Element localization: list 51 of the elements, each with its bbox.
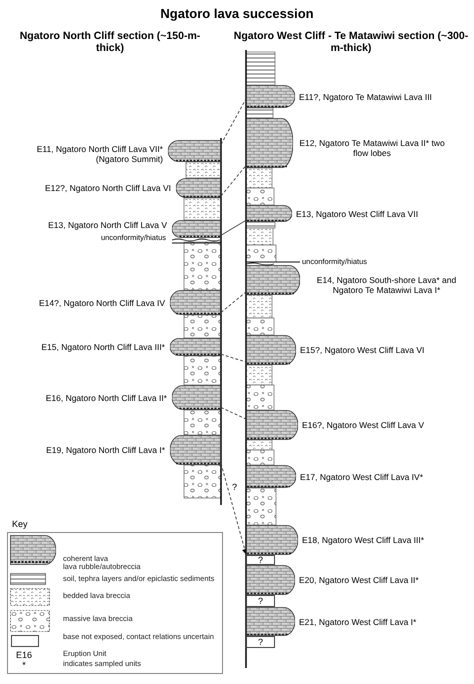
correlation-line [220,292,246,313]
unit-label: E14, Ngatoro South-shore Lava* and Ngatoro Te Matawiwi Lava I* [316,275,458,295]
lava-flow-unit [246,85,295,108]
unit-label: E14?, Ngatoro North Cliff Lava IV [38,298,165,308]
lava-flow-unit [246,410,298,440]
unit-label: E20, Ngatoro West Cliff Lava II* [299,575,420,585]
correlation-line [220,407,246,420]
unit-label: E11?, Ngatoro Te Matawiwi Lava III [299,92,433,102]
unit-label: E13, Ngatoro North Cliff Lava V [47,220,167,230]
lava-flow-unit [170,290,221,315]
correlation-line [220,220,246,236]
lava-flow-unit [176,178,221,198]
lava-flow-unit [246,465,296,488]
unit-label: E19, Ngatoro North Cliff Lava I* [45,445,165,455]
lava-flow-unit [246,565,295,595]
correlation-line [220,165,246,196]
unit-label: E16, Ngatoro North Cliff Lava II* [44,392,167,402]
lava-flow-unit [170,435,221,465]
lava-flow-unit [172,220,221,238]
lava-flow-unit [172,385,221,410]
unit-label: E17, Ngatoro West Cliff Lava IV* [300,472,424,482]
unit-label: E11, Ngatoro North Cliff Lava VII* (Ngatoro Summit) [36,144,163,164]
section-heading: Ngatoro West Cliff - Te Matawiwi section (~300-m-thick) [232,30,470,54]
correlation-line [220,463,248,555]
section-heading: Ngatoro North Cliff section (~150-m-thick) [18,30,202,54]
uncertain-base-box: ? [246,636,275,648]
unit-label: E13, Ngatoro West Cliff Lava VII [296,208,420,218]
unit-label: E21, Ngatoro West Cliff Lava I* [299,616,418,626]
key-label: Key [12,519,29,529]
uncertain-base-box: ? [246,595,275,607]
lava-flow-unit [168,140,221,162]
lava-flow-unit [246,525,298,555]
lava-flow-unit [246,335,296,365]
key-label: E16 [14,650,33,660]
edge-label: ? [231,482,238,492]
uncertain-base-box: ? [246,555,275,565]
key-label: * [21,660,27,670]
unit-label: E18, Ngatoro West Cliff Lava III* [302,535,426,545]
unit-label: E15?, Ngatoro West Cliff Lava VI [300,345,426,355]
unit-label: E16?, Ngatoro West Cliff Lava V [302,420,426,430]
lava-flow-unit [170,338,221,356]
correlation-line [220,354,246,362]
lava-flow-unit [246,205,292,222]
unit-label: E15, Ngatoro North Cliff Lava III* [40,342,165,352]
lava-flow-unit [246,265,300,295]
unit-label: E12, Ngatoro Te Matawiwi Lava II* two flow lobes [298,138,446,158]
unit-label: E12?, Ngatoro North Cliff Lava VI [44,183,171,193]
correlation-line [220,98,246,145]
diagram-title: Ngatoro lava succession [159,5,315,23]
lava-flow-unit [246,118,293,168]
lava-flow-unit [246,607,295,636]
